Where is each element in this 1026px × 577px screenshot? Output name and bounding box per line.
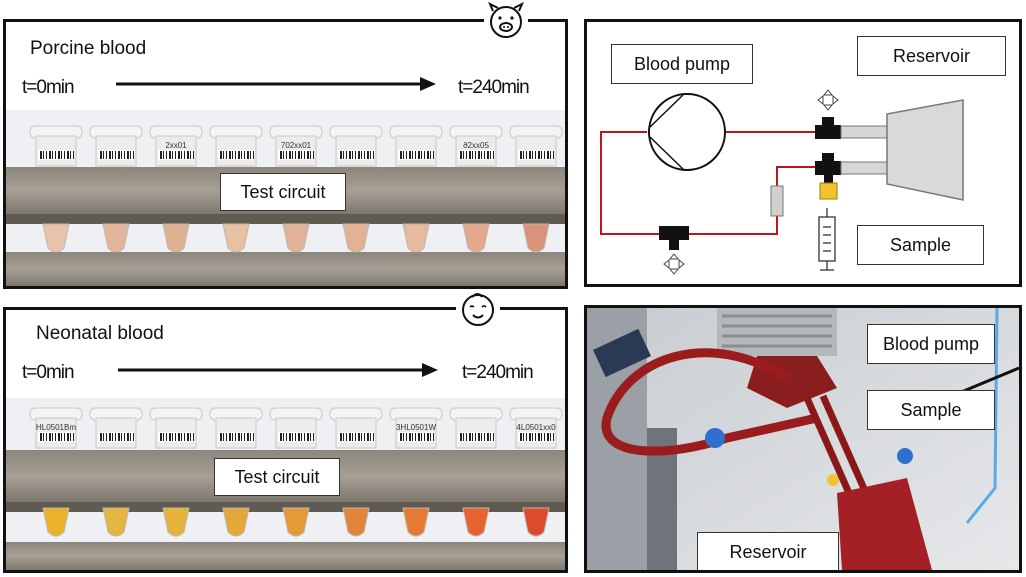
tube-cap: [89, 407, 143, 449]
schematic-reservoir-label: Reservoir: [857, 36, 1006, 76]
tube-cap: [269, 407, 323, 449]
tube-cap: [29, 407, 83, 449]
tube-cap: [509, 125, 563, 167]
flow-direction-icon: [817, 89, 839, 111]
tubing-loop: [601, 348, 818, 456]
baby-face-icon: [456, 289, 500, 327]
tube-sample: [402, 507, 430, 537]
tube-label: 2xx01: [165, 141, 187, 150]
porcine-tube-photo: 2xx01 702xx01 ð2xx05: [6, 110, 565, 286]
pig-face-icon: [484, 1, 528, 40]
tube-label: ð2xx05: [463, 141, 489, 150]
tube-sample: [462, 507, 490, 537]
tube-sample: [342, 507, 370, 537]
tube-rack-base: [6, 542, 565, 570]
tube-cap: [449, 125, 503, 167]
neonatal-title: Neonatal blood: [36, 323, 164, 344]
tube-cap: [329, 407, 383, 449]
schematic-pump-label: Blood pump: [611, 44, 753, 84]
porcine-test-circuit-label: Test circuit: [220, 173, 346, 211]
syringe-icon: [818, 208, 836, 271]
tube-label: HL0501Bm: [36, 423, 76, 432]
tube-sample: [402, 223, 430, 253]
tube-cap: [29, 125, 83, 167]
tube-sample: [42, 507, 70, 537]
filter-component: [770, 185, 784, 217]
pump-head-photo: [717, 308, 837, 408]
tube-sample: [102, 507, 130, 537]
tube-cap: [269, 125, 323, 167]
neonatal-test-circuit-label: Test circuit: [214, 458, 340, 496]
tube-cap: [209, 125, 263, 167]
tube-rack-base: [6, 252, 565, 286]
tube-sample: [162, 223, 190, 253]
tube-sample: [42, 223, 70, 253]
flow-direction-icon: [663, 253, 685, 275]
tube-sample: [282, 223, 310, 253]
photo-reservoir-label: Reservoir: [697, 532, 839, 570]
tube-sample: [222, 507, 250, 537]
connector-left: [659, 226, 689, 250]
tube-cap: [149, 125, 203, 167]
neonatal-tube-photo: HL0501Bm 3HL0501W 4L0501xx0: [6, 398, 565, 570]
connector-bottom: [815, 153, 892, 200]
tube-cap: [509, 407, 563, 449]
schematic-sample-label: Sample: [857, 225, 984, 265]
photo-sample-label: Sample: [867, 390, 995, 430]
reservoir-symbol: [886, 99, 964, 201]
tube-sample: [462, 223, 490, 253]
tube-sample: [522, 507, 550, 537]
stopcock-left: [705, 428, 725, 448]
tube-sample: [342, 223, 370, 253]
porcine-time-start: t=0min: [22, 77, 75, 98]
tube-sample: [522, 223, 550, 253]
tube-label: 4L0501xx0: [516, 423, 556, 432]
flow-sensor-photo: [593, 328, 651, 378]
tube-cap: [389, 407, 443, 449]
photo-pump-label: Blood pump: [867, 324, 995, 364]
tube-label: 3HL0501W: [396, 423, 436, 432]
tube-cap: [149, 407, 203, 449]
neonatal-time-start: t=0min: [22, 362, 75, 383]
circuit-schematic-diagram: [600, 89, 964, 275]
tube-sample: [282, 507, 310, 537]
circuit-schematic-panel: Blood pump Reservoir Sample: [584, 19, 1022, 287]
pump-symbol: [648, 93, 726, 171]
setup-photo-panel: Blood pump Sample Reservoir: [584, 305, 1022, 573]
neonatal-panel: HL0501Bm 3HL0501W 4L0501xx0 Neonatal blood…: [3, 307, 568, 573]
tube-sample: [222, 223, 250, 253]
connector-top: [815, 117, 892, 139]
tube-sample: [102, 223, 130, 253]
tube-sample: [162, 507, 190, 537]
tube-cap: [329, 125, 383, 167]
porcine-time-end: t=240min: [458, 77, 530, 98]
tube-cap: [209, 407, 263, 449]
porcine-title: Porcine blood: [30, 38, 147, 59]
stopcock-right: [897, 448, 913, 464]
tube-cap: [449, 407, 503, 449]
tube-label: 702xx01: [281, 141, 312, 150]
sample-port-photo: [827, 474, 839, 486]
tube-cap: [89, 125, 143, 167]
tube-cap: [389, 125, 443, 167]
neonatal-time-end: t=240min: [462, 362, 534, 383]
reservoir-photo: [837, 478, 932, 570]
